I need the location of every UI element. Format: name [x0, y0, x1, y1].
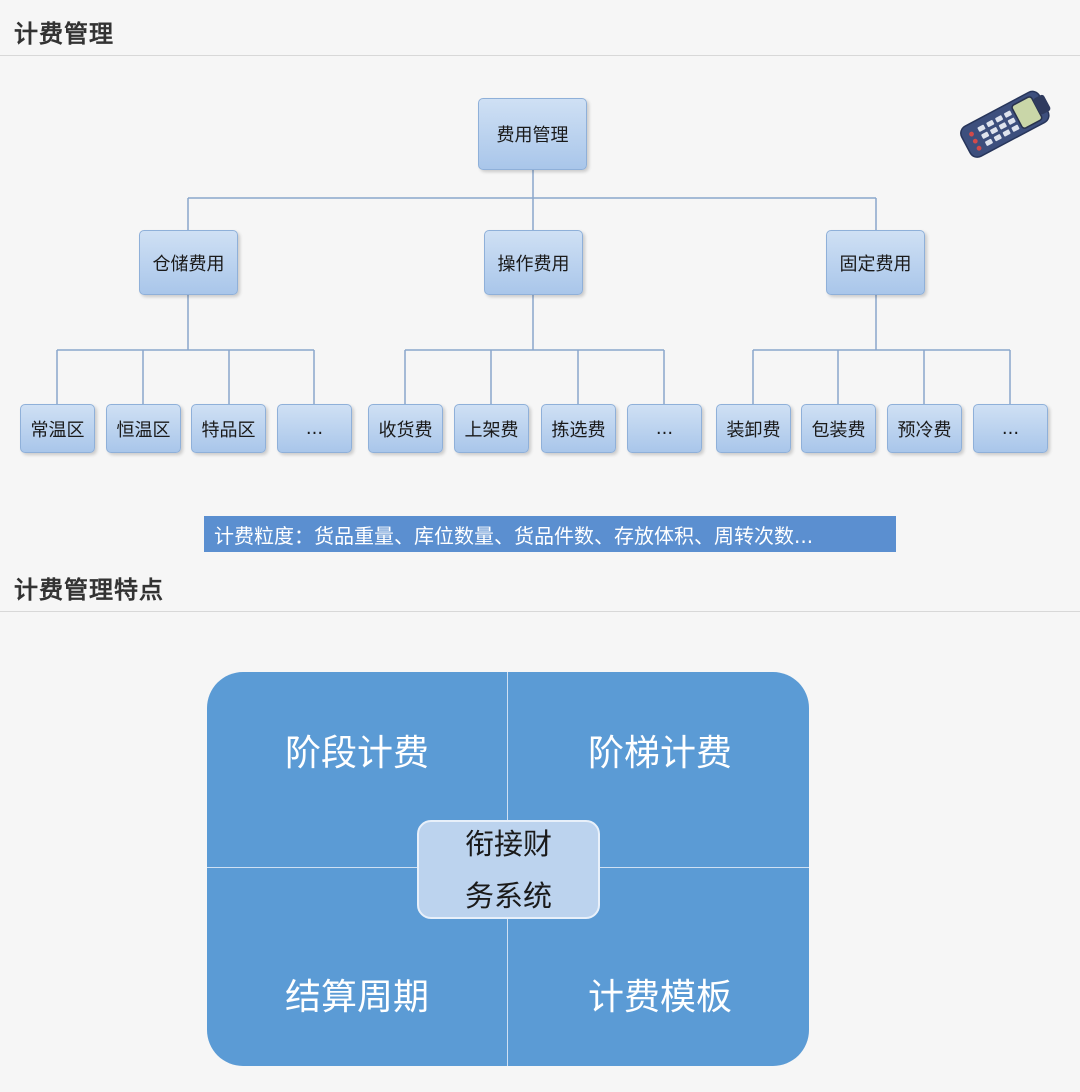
leaf-node: 预冷费: [887, 404, 962, 453]
leaf-node-ellipsis: ...: [973, 404, 1048, 453]
finance-integration-box: 衔接财 务系统: [417, 820, 600, 919]
handheld-terminal-icon: [960, 90, 1051, 158]
leaf-node: 装卸费: [716, 404, 791, 453]
tree-connectors: [56, 170, 1011, 404]
feature-billing-template: 计费模板: [588, 977, 733, 1018]
feature-settlement-period: 结算周期: [285, 977, 430, 1018]
leaf-node: 拣选费: [541, 404, 616, 453]
section-title-features: 计费管理特点: [14, 576, 164, 604]
section-divider: [0, 611, 1080, 612]
node-fixed-fees: 固定费用: [826, 230, 925, 295]
leaf-node: 包装费: [801, 404, 876, 453]
leaf-node: 收货费: [368, 404, 443, 453]
leaf-node-ellipsis: ...: [277, 404, 352, 453]
node-storage-fees: 仓储费用: [139, 230, 238, 295]
leaf-node: 上架费: [454, 404, 529, 453]
node-root: 费用管理: [478, 98, 587, 170]
leaf-node: 恒温区: [106, 404, 181, 453]
feature-stage-billing: 阶段计费: [285, 733, 430, 774]
center-label-line1: 衔接财: [464, 826, 552, 861]
section-title-billing: 计费管理: [14, 20, 114, 48]
billing-granularity-banner: 计费粒度：货品重量、库位数量、货品件数、存放体积、周转次数...: [204, 516, 896, 552]
leaf-node: 常温区: [20, 404, 95, 453]
node-operation-fees: 操作费用: [484, 230, 583, 295]
leaf-node-ellipsis: ...: [627, 404, 702, 453]
center-label-line2: 务系统: [464, 878, 552, 913]
feature-tiered-billing: 阶梯计费: [588, 733, 733, 774]
leaf-node: 特品区: [191, 404, 266, 453]
section-divider: [0, 55, 1080, 56]
